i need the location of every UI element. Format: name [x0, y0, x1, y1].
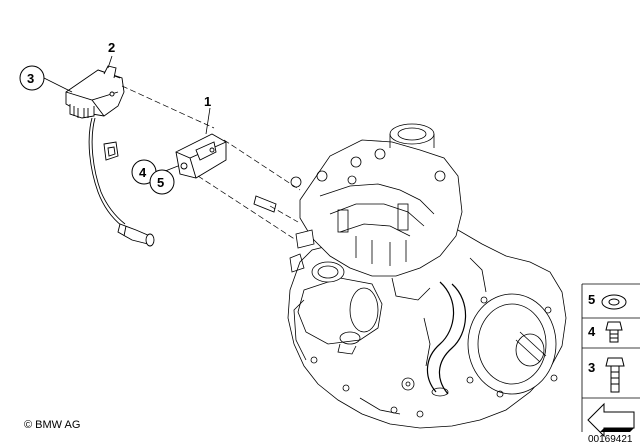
sensor-cable — [88, 117, 126, 227]
callout-4-label: 4 — [139, 165, 147, 180]
callout-2-label: 2 — [108, 40, 115, 55]
legend-number-3: 3 — [588, 360, 595, 375]
copyright-text: © BMW AG — [24, 419, 81, 431]
callout-1-label: 1 — [204, 94, 211, 109]
callout-2: 2 — [108, 40, 115, 55]
bracket-part-1 — [175, 133, 227, 179]
figure-id: 00169421 — [588, 434, 633, 445]
callout-5: 5 — [149, 169, 175, 195]
legend-number-4: 4 — [588, 324, 596, 339]
callout-5-label: 5 — [157, 175, 164, 190]
callout-3: 3 — [19, 65, 45, 91]
washer-icon — [601, 294, 627, 310]
bolt-long-icon — [605, 357, 625, 393]
legend-number-5: 5 — [588, 292, 595, 307]
engine-assembly — [287, 123, 567, 429]
direction-arrow-icon — [587, 402, 635, 438]
assembly-guide-lines — [121, 85, 301, 241]
callout-1: 1 — [204, 94, 211, 109]
control-unit-part-2 — [65, 65, 125, 119]
sensor-plug — [117, 223, 155, 247]
cable-connector — [103, 141, 119, 161]
sleeve-part — [253, 195, 277, 213]
legend-panel: 5 4 3 — [581, 283, 640, 438]
callout-3-label: 3 — [27, 71, 34, 86]
bolt-short-icon — [605, 321, 623, 343]
